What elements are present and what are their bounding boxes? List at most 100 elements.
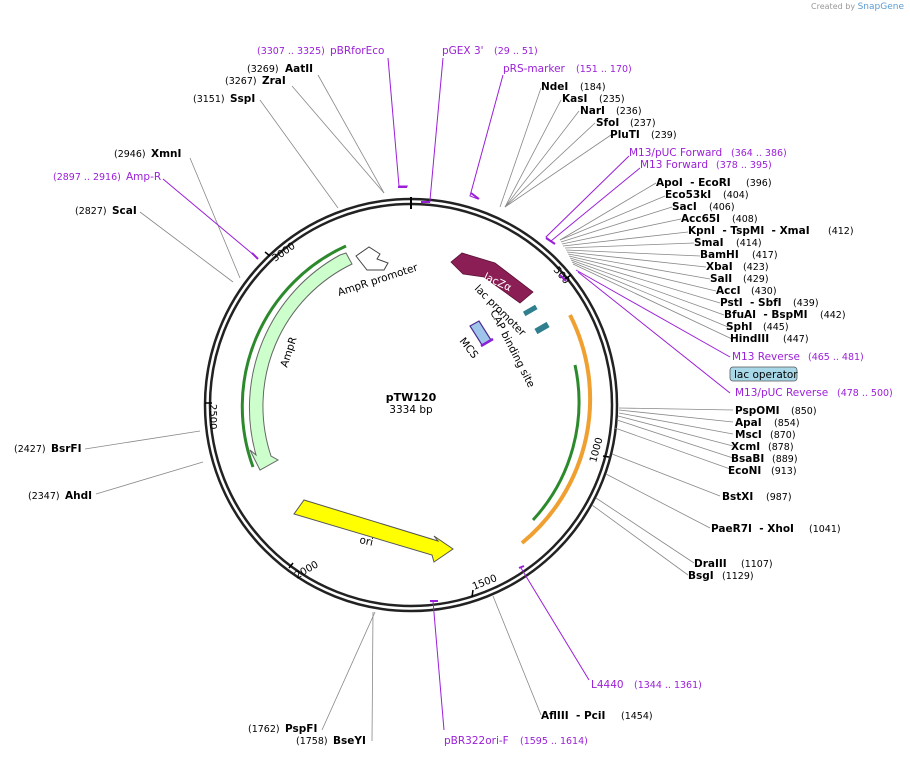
lac-promoter-box — [522, 304, 538, 317]
tick-2500: 2500 — [207, 404, 218, 429]
primer-l4440-name: L4440 — [591, 679, 624, 691]
ampr-promoter-arrow — [355, 246, 389, 271]
primer-m13-reverse-pos: (465 .. 481) — [808, 352, 864, 363]
site-xbai-name: XbaI — [706, 261, 733, 273]
site-apoi-ecori-name: ApoI - EcoRI — [656, 177, 731, 189]
primer-amp-r-name: Amp-R — [126, 171, 161, 183]
site-psti-sbfi-name: PstI - SbfI — [720, 297, 782, 309]
site-draiii-pos: (1107) — [741, 559, 773, 570]
site-sphi-name: SphI — [726, 321, 752, 333]
site-paer7i-xhoi-pos: (1041) — [809, 524, 841, 535]
lac-operator-box — [729, 366, 798, 382]
primer-m13-puc-forward-pos: (364 .. 386) — [731, 148, 787, 159]
site-bfuai-bspmi-name: BfuAI - BspMI — [724, 309, 808, 321]
right-orange-arc — [520, 314, 593, 545]
mcs-label: MCS — [457, 335, 481, 361]
lacza-arrow — [450, 252, 534, 304]
primer-m13-puc-reverse-pos: (478 .. 500) — [837, 388, 893, 399]
site-econi-name: EcoNI — [728, 465, 761, 477]
primer-prs-marker-name: pRS-marker — [503, 63, 566, 75]
site-acci-name: AccI — [716, 285, 740, 297]
ori-label: ori — [358, 534, 374, 549]
site-zrai-pos: (3267) — [225, 76, 257, 87]
site-bseyi-name: BseYI — [333, 735, 366, 747]
site-sspi-pos: (3151) — [193, 94, 225, 105]
site-xbai-pos: (423) — [743, 262, 769, 273]
site-apai-pos: (854) — [774, 418, 800, 429]
site-msci-name: MscI — [735, 429, 762, 441]
site-nari-name: NarI — [580, 105, 605, 117]
site-apai-name: ApaI — [735, 417, 762, 429]
lac-operator-label: lac operator — [734, 369, 798, 381]
site-bseyi-pos: (1758) — [296, 736, 328, 747]
plasmid-size: 3334 bp — [389, 404, 433, 416]
ampr-label: AmpR — [278, 335, 299, 369]
ampr-green-arc — [240, 244, 347, 468]
primer-m13-forward-name: M13 Forward — [640, 159, 708, 171]
site-apoi-ecori-pos: (396) — [746, 178, 772, 189]
site-eco53ki-name: Eco53kI — [665, 189, 711, 201]
site-bsgi-pos: (1129) — [722, 571, 754, 582]
ori-arrow — [293, 499, 454, 563]
primer-prs-marker-pos: (151 .. 170) — [576, 64, 632, 75]
primer-amp-r-pos: (2897 .. 2916) — [53, 172, 121, 183]
site-paer7i-xhoi-name: PaeR7I - XhoI — [711, 523, 794, 535]
site-kpni-tspmi-xmai-pos: (412) — [828, 226, 854, 237]
snapgene-logo: SnapGene — [857, 2, 904, 12]
site-acc65i-name: Acc65I — [681, 213, 720, 225]
site-zrai-name: ZraI — [262, 75, 286, 87]
site-bsabi-name: BsaBI — [731, 453, 764, 465]
site-pspomi-pos: (850) — [791, 406, 817, 417]
site-bstxi-name: BstXI — [722, 491, 753, 503]
primer-m13-forward-pos: (378 .. 395) — [716, 160, 772, 171]
site-smai-name: SmaI — [694, 237, 724, 249]
site-afliii-pcii-name: AflIII - PciI — [541, 710, 605, 722]
site-pspfi-pos: (1762) — [248, 724, 280, 735]
site-ahdi-pos: (2347) — [28, 491, 60, 502]
site-scai-name: ScaI — [112, 205, 137, 217]
site-bfuai-bspmi-pos: (442) — [820, 310, 846, 321]
site-ahdi-name: AhdI — [65, 490, 92, 502]
site-bsrfi-name: BsrFI — [51, 443, 82, 455]
site-bamhi-pos: (417) — [752, 250, 778, 261]
site-msci-pos: (870) — [770, 430, 796, 441]
plasmid-name: pTW120 — [386, 391, 437, 404]
primer-m13-puc-reverse-name: M13/pUC Reverse — [735, 387, 828, 399]
site-eco53ki-pos: (404) — [723, 190, 749, 201]
site-hindiii-name: HindIII — [730, 333, 769, 345]
site-kpni-tspmi-xmai-name: KpnI - TspMI - XmaI — [688, 225, 810, 237]
site-sspi-name: SspI — [230, 93, 255, 105]
site-saci-name: SacI — [672, 201, 697, 213]
site-smai-pos: (414) — [736, 238, 762, 249]
site-afliii-pcii-pos: (1454) — [621, 711, 653, 722]
site-bamhi-name: BamHI — [700, 249, 739, 261]
mcs-edge — [480, 337, 494, 348]
primer-m13-puc-forward-name: M13/pUC Forward — [629, 147, 722, 159]
primer-pgex3-name: pGEX 3' — [442, 45, 484, 57]
site-xcmi-name: XcmI — [731, 441, 760, 453]
site-nari-pos: (236) — [616, 106, 642, 117]
site-kasi-name: KasI — [562, 93, 587, 105]
site-sfoi-pos: (237) — [630, 118, 656, 129]
watermark-prefix: Created by — [811, 2, 856, 11]
site-leaders — [84, 74, 734, 742]
site-kasi-pos: (235) — [599, 94, 625, 105]
site-sphi-pos: (445) — [763, 322, 789, 333]
primer-leaders — [162, 57, 731, 731]
site-psti-sbfi-pos: (439) — [793, 298, 819, 309]
site-pluti-pos: (239) — [651, 130, 677, 141]
site-saci-pos: (406) — [709, 202, 735, 213]
primer-pbr322ori-f-pos: (1595 .. 1614) — [520, 736, 588, 747]
site-bsrfi-pos: (2427) — [14, 444, 46, 455]
site-pluti-name: PluTI — [610, 129, 640, 141]
site-ndei-pos: (184) — [580, 82, 606, 93]
tick-1000: 1000 — [588, 436, 605, 463]
site-acci-pos: (430) — [751, 286, 777, 297]
site-bstxi-pos: (987) — [766, 492, 792, 503]
primer-pbrforeco-name: pBRforEco — [330, 45, 384, 57]
site-acc65i-pos: (408) — [732, 214, 758, 225]
site-ndei-name: NdeI — [541, 81, 568, 93]
site-pspfi-name: PspFI — [285, 723, 317, 735]
primer-pgex3-pos: (29 .. 51) — [494, 46, 538, 57]
